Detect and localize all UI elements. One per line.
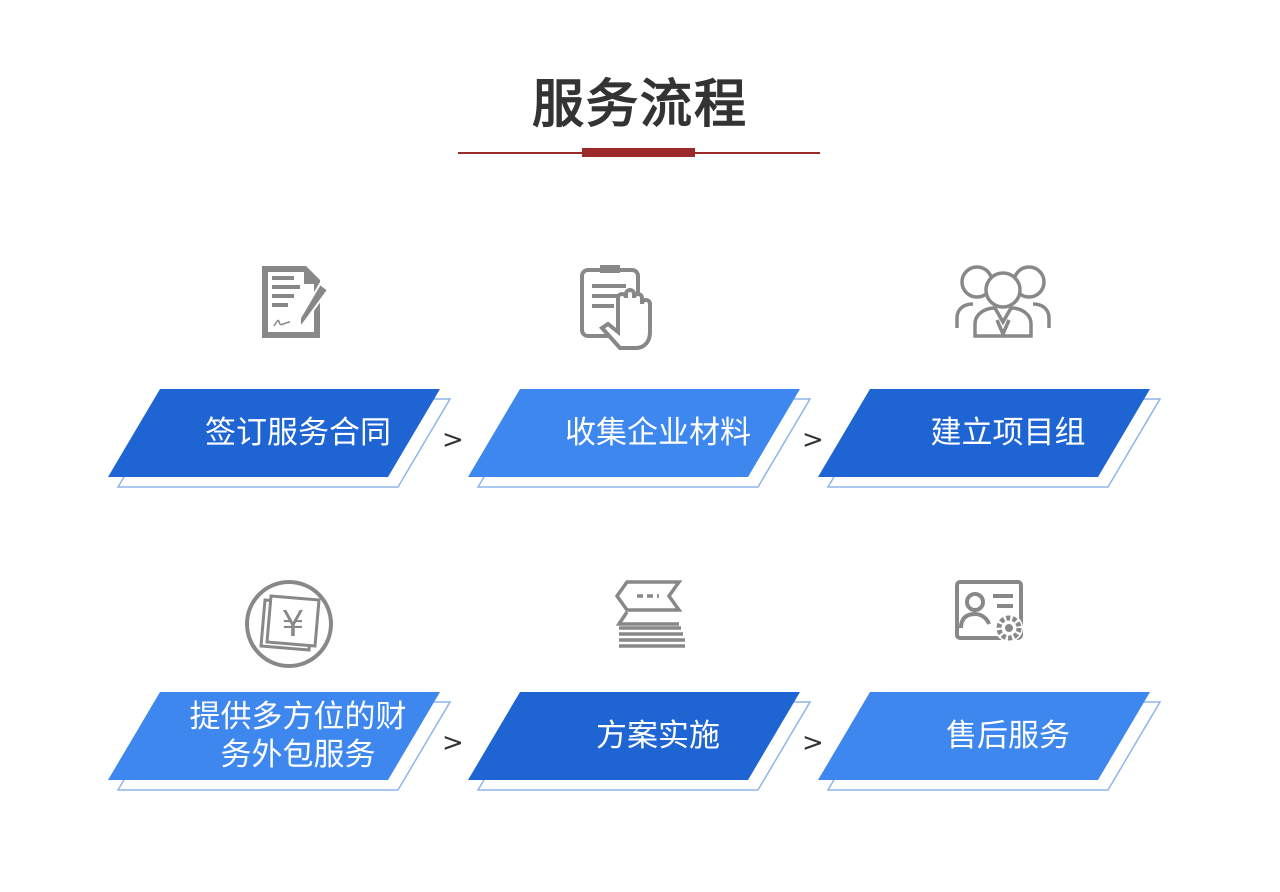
step-shape	[108, 692, 452, 791]
step-shape	[818, 389, 1162, 488]
step-label: 签订服务合同	[205, 415, 391, 451]
next-arrow: >	[802, 425, 824, 455]
team-icon	[953, 262, 1053, 346]
step-shape	[108, 389, 452, 488]
clipboard-hand-icon	[578, 262, 658, 358]
step-label: 建立项目组	[930, 415, 1086, 451]
step-label: 方案实施	[596, 718, 720, 754]
process-step: 收集企业材料	[468, 389, 812, 501]
contract-sign-icon	[258, 262, 338, 346]
next-arrow: >	[442, 728, 464, 758]
process-step: 签订服务合同	[108, 389, 452, 501]
title-divider-accent	[582, 148, 695, 157]
next-arrow: >	[802, 728, 824, 758]
process-step: 建立项目组	[818, 389, 1162, 501]
next-arrow: >	[442, 425, 464, 455]
page-title: 服务流程	[531, 75, 748, 135]
profile-settings-icon	[953, 578, 1033, 652]
process-step: 售后服务	[818, 692, 1162, 804]
step-label: 提供多方位的财务外包服务	[189, 699, 407, 773]
step-shape	[468, 389, 812, 488]
step-shape	[468, 692, 812, 791]
yuan-money-icon: ¥	[243, 578, 335, 674]
stacked-papers-icon	[613, 578, 693, 662]
step-label: 收集企业材料	[565, 415, 751, 451]
process-step: 方案实施	[468, 692, 812, 804]
process-step: 提供多方位的财务外包服务	[108, 692, 452, 804]
svg-text:¥: ¥	[282, 604, 305, 645]
step-label: 售后服务	[946, 718, 1070, 754]
step-shape	[818, 692, 1162, 791]
